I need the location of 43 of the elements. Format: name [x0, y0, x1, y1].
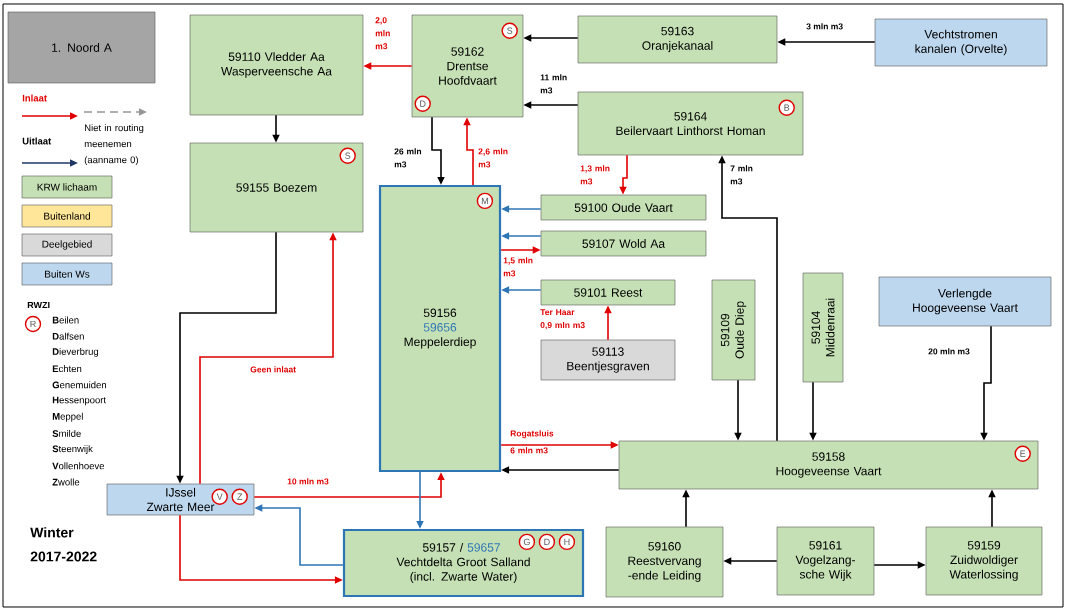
plant-name: Vollenhoeve — [52, 462, 105, 470]
plant-name: Zwolle — [52, 478, 80, 486]
plant-name: Genemuiden — [52, 381, 106, 389]
plant-name: Steenwijk — [52, 445, 93, 455]
edge-label: 20 mln m3 — [928, 348, 970, 355]
legend-text: Inlaat — [22, 94, 47, 102]
edge-label: 11 mln m3 — [540, 74, 567, 94]
edge-label: Ter Haar 0,9 mln m3 — [540, 309, 585, 330]
edge-label: 10 mln m3 — [287, 478, 329, 485]
edge-label: 1,3 mln m3 — [580, 165, 610, 185]
plant-name: Smilde — [52, 429, 81, 437]
water-body-box: 59100 Oude Vaart — [540, 194, 707, 221]
edge-label: 2,6 mln m3 — [478, 148, 508, 168]
water-body-box: 59163 Oranjekanaal — [577, 15, 778, 64]
water-body-box: 59107 Wold Aa — [540, 230, 707, 257]
legend-heading: RWZI — [27, 301, 50, 309]
legend-text: Niet in routing meenemen (aanname 0) — [84, 124, 144, 166]
water-body-box: 59101 Reest — [540, 279, 676, 306]
period-label: Winter 2017-2022 — [30, 527, 97, 562]
water-body-box: 59113 Beentjesgraven — [540, 339, 676, 381]
water-body-box: 59104 Middenraai — [802, 272, 844, 383]
plant-name: Beilen — [52, 316, 79, 324]
edge-label: 26 mln m3 — [394, 148, 422, 168]
plant-name: Hessenpoort — [52, 396, 106, 406]
legend-text: Uitlaat — [22, 137, 52, 145]
plant-name: Dieverbrug — [52, 347, 99, 357]
edge-label: Geen inlaat — [250, 366, 296, 373]
water-body-box: 59110 Vledder Aa Wasperveensche Aa — [189, 14, 364, 116]
water-body-box: Verlengde Hoogeveense Vaart — [878, 276, 1052, 327]
edge-label: 7 mln m3 — [730, 165, 753, 185]
plant-name: Echten — [52, 365, 82, 373]
plant-name: Meppel — [52, 412, 83, 422]
water-body-box: 59159 Zuidwoldiger Waterlossing — [925, 526, 1043, 596]
edge-label: 1,5 mln m3 — [503, 257, 533, 277]
water-body-box: 59109 Oude Diep — [711, 279, 756, 381]
plant-name: Dalfsen — [52, 332, 84, 340]
edge-label: 2,0 mln m3 — [375, 17, 390, 50]
edge-label: Rogatsluis 6 mln m3 — [510, 430, 554, 454]
edge-label: 3 mln m3 — [806, 23, 843, 30]
area-box: 1. Noord A — [7, 11, 156, 84]
water-body-box: Vechtstromen kanalen (Orvelte) — [874, 18, 1048, 67]
water-body-box: 59160 Reestvervang -ende Leiding — [605, 526, 724, 598]
water-body-box: 59161 Vogelzang- sche Wijk — [776, 526, 875, 596]
